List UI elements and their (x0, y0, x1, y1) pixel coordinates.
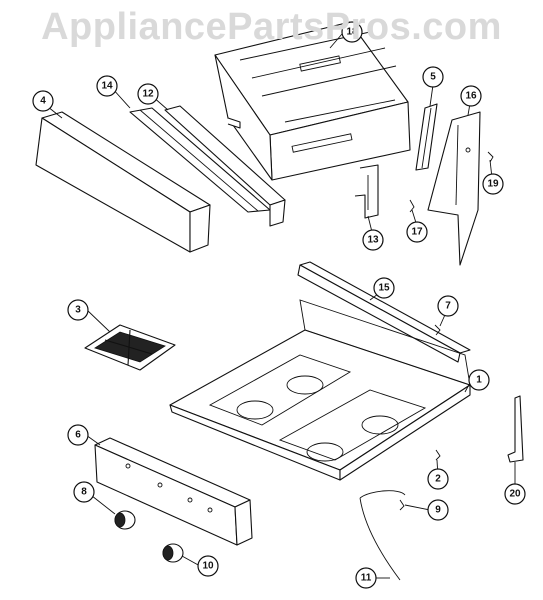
part-grate (84, 324, 176, 371)
part-bracket (507, 395, 524, 463)
callout-15: 15 (373, 277, 395, 299)
part-front-trim (35, 111, 211, 253)
callout-20: 20 (504, 483, 526, 505)
part-side-trim (415, 103, 438, 171)
part-screws (409, 151, 494, 213)
callout-8: 8 (73, 481, 95, 503)
callout-16: 16 (460, 85, 482, 107)
part-end-cap (427, 111, 481, 266)
callout-5: 5 (422, 66, 444, 88)
callout-label: 14 (101, 81, 113, 92)
part-backguard (214, 21, 411, 219)
callout-label: 3 (75, 305, 81, 316)
callout-2: 2 (427, 468, 449, 490)
part-control-panel (94, 437, 253, 546)
callout-9: 9 (427, 499, 449, 521)
part-vent-bar (297, 261, 471, 363)
part-knobs (114, 510, 184, 563)
callout-label: 12 (142, 89, 154, 100)
callout-label: 20 (509, 489, 521, 500)
callout-13: 13 (362, 229, 384, 251)
callout-label: 5 (430, 72, 436, 83)
callout-7: 7 (437, 295, 459, 317)
callout-10: 10 (197, 555, 219, 577)
callout-label: 18 (346, 27, 358, 38)
callout-17: 17 (406, 221, 428, 243)
callout-label: 9 (435, 505, 441, 516)
callout-19: 19 (482, 173, 504, 195)
part-hardware (399, 324, 441, 511)
callout-label: 4 (40, 96, 46, 107)
callout-14: 14 (96, 75, 118, 97)
callout-label: 11 (361, 573, 372, 584)
callout-label: 7 (445, 301, 451, 312)
callout-3: 3 (67, 299, 89, 321)
callout-12: 12 (137, 83, 159, 105)
callout-label: 13 (367, 235, 379, 246)
callout-1: 1 (468, 369, 490, 391)
callout-label: 17 (411, 227, 423, 238)
callout-label: 6 (75, 430, 81, 441)
callout-11: 11 (355, 567, 377, 589)
part-wire (359, 490, 406, 581)
callout-label: 16 (465, 91, 477, 102)
callout-4: 4 (32, 90, 54, 112)
callout-label: 1 (476, 375, 482, 386)
callout-label: 2 (435, 474, 441, 485)
callout-label: 8 (81, 487, 87, 498)
callout-label: 19 (487, 179, 499, 190)
callout-18: 18 (341, 21, 363, 43)
part-cooktop (169, 299, 471, 481)
part-trim-12 (164, 105, 286, 227)
callout-label: 10 (202, 561, 214, 572)
callout-label: 15 (378, 283, 390, 294)
callout-6: 6 (67, 424, 89, 446)
